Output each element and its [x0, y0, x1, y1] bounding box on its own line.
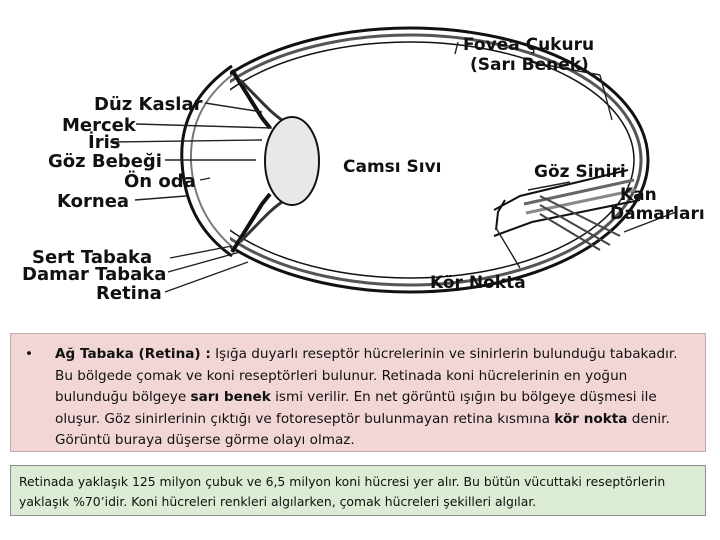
retina-term: Ağ Tabaka (Retina) : [55, 346, 211, 362]
label-kor-nokta: Kör Nokta [430, 273, 526, 293]
eye-anatomy-diagram: Fovea Çukuru (Sarı Benek) Düz Kaslar Mer… [22, 26, 705, 304]
label-kan-line1: Kan [620, 185, 657, 205]
retina-text-1: Işığa duyarlı reseptör hücrelerinin ve s… [55, 346, 678, 405]
sari-benek-term: sarı benek [190, 389, 271, 405]
label-retina: Retina [96, 283, 162, 304]
iris-upper [230, 68, 272, 130]
label-iris: İris [88, 131, 120, 153]
retina-text-2: ismi verilir. En net görüntü ışığın bu b… [55, 389, 657, 427]
label-fovea-line2: (Sarı Benek) [470, 55, 589, 75]
label-kan-line2: Damarları [610, 204, 705, 224]
optic-nerve-shape [493, 169, 641, 237]
lens-shape [264, 116, 320, 206]
label-fovea-line1: Fovea Çukuru [463, 35, 594, 55]
label-duz-kaslar: Düz Kaslar [94, 94, 203, 115]
label-kornea: Kornea [57, 191, 129, 212]
receptor-note-text: Retinada yaklaşık 125 milyon çubuk ve 6,… [19, 474, 666, 509]
kor-nokta-term: kör nokta [554, 410, 628, 427]
iris-lower [230, 192, 272, 254]
retina-text-3: denir. Görüntü buraya düşerse görme olay… [55, 410, 670, 449]
cornea-shape [180, 64, 233, 258]
label-damar-tabaka: Damar Tabaka [22, 264, 166, 285]
label-camsi-sivi: Camsı Sıvı [343, 157, 442, 177]
bullet-marker: • [25, 346, 34, 362]
receptor-note-box: Retinada yaklaşık 125 milyon çubuk ve 6,… [10, 465, 706, 516]
label-goz-bebegi: Göz Bebeği [48, 151, 162, 172]
label-sert-tabaka: Sert Tabaka [32, 247, 152, 268]
retina-info-box: • Ağ Tabaka (Retina) : Işığa duyarlı res… [10, 333, 706, 452]
label-goz-siniri: Göz Siniri [534, 162, 626, 182]
blood-vessels-shape [539, 195, 621, 251]
label-mercek: Mercek [62, 115, 137, 136]
label-on-oda: Ön oda [124, 170, 196, 192]
retina-info-paragraph: Ağ Tabaka (Retina) : Işığa duyarlı resep… [55, 344, 695, 452]
